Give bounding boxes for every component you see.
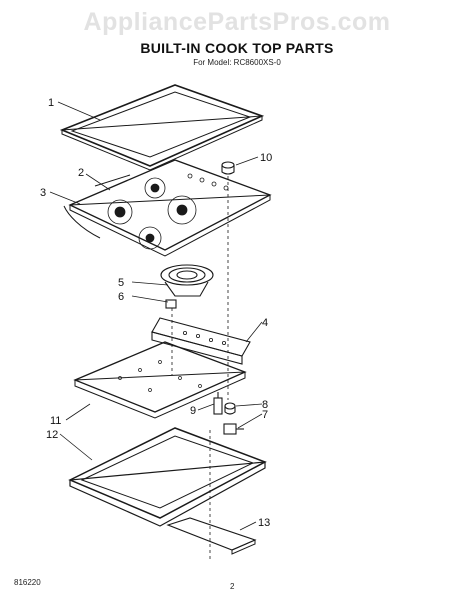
part-6-clip: [165, 299, 177, 309]
part-4-bracket: [151, 317, 251, 365]
callout-labels: 1 2 3 4 5 6 7 8 9 10 11 12 13: [40, 97, 272, 529]
watermark: AppliancePartsPros.com: [83, 8, 391, 36]
burner-pattern-left: [107, 199, 133, 225]
burner-pattern-front: [138, 226, 162, 250]
callout-5: 5: [118, 277, 124, 289]
callout-2: 2: [78, 167, 84, 179]
part-11-mounting-plate: [73, 341, 247, 419]
callout-10: 10: [260, 152, 272, 164]
part-5-surface-element: [160, 264, 214, 297]
footer-document-code: 816220: [14, 578, 41, 587]
control-holes: [187, 173, 229, 191]
burner-pattern-right: [167, 195, 197, 225]
callout-12: 12: [46, 429, 58, 441]
part-12-tray: [68, 427, 267, 527]
part-7-connector: [223, 423, 244, 435]
alignment-lines: [171, 176, 229, 560]
part-8-bushing: [224, 402, 236, 415]
callout-7: 7: [262, 409, 268, 421]
callout-11: 11: [50, 415, 61, 427]
callout-13: 13: [258, 517, 270, 529]
part-9-switch: [213, 392, 223, 415]
callout-6: 6: [118, 291, 124, 303]
part-13-strip: [166, 517, 257, 555]
leader-lines: [49, 101, 263, 531]
part-3-cooktop-glass: [63, 159, 272, 257]
burner-pattern-top: [144, 177, 166, 199]
model-subtitle: For Model: RC8600XS-0: [193, 58, 281, 67]
diagram-title: BUILT-IN COOK TOP PARTS: [140, 40, 334, 56]
callout-4: 4: [262, 317, 268, 329]
callout-9: 9: [190, 405, 196, 417]
callout-8: 8: [262, 399, 268, 411]
callout-1: 1: [48, 97, 54, 109]
part-10-insert: [221, 161, 235, 175]
footer-page-number: 2: [230, 582, 235, 591]
part-1-trim-frame: [59, 84, 265, 171]
callout-3: 3: [40, 187, 46, 199]
